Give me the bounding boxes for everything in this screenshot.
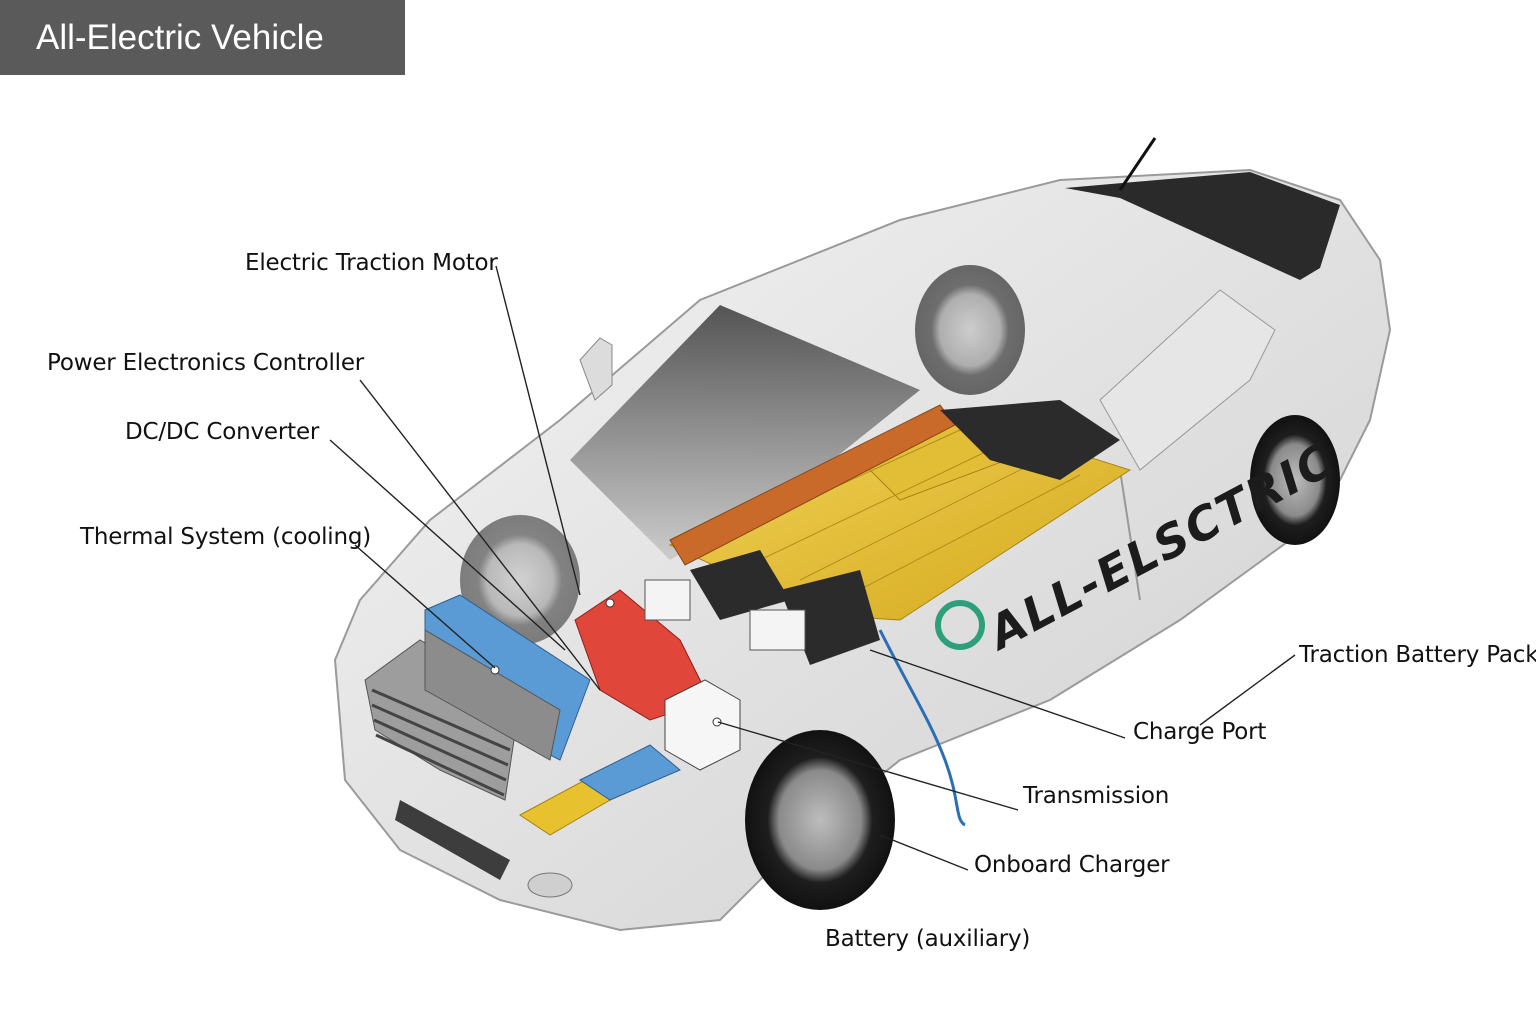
label-dcdc-converter: DC/DC Converter	[125, 419, 320, 445]
charge-cable	[878, 629, 966, 827]
leader-thermal-system	[354, 544, 496, 669]
label-power-electronics-controller: Power Electronics Controller	[47, 350, 365, 376]
label-transmission: Transmission	[1023, 783, 1170, 809]
leader-lines	[329, 265, 1296, 871]
leader-charge-port	[869, 649, 1126, 739]
onboard-charger	[664, 679, 741, 771]
diagram-title: All-Electric Vehicle	[0, 0, 405, 75]
leader-electric-traction-motor	[495, 265, 581, 596]
brand-logo	[935, 600, 985, 650]
leader-dcdc-converter	[329, 439, 566, 651]
leader-traction-battery-pack	[1199, 654, 1296, 726]
leader-power-electronics-controller	[359, 379, 601, 691]
auxiliary-battery	[519, 744, 681, 836]
leader-onboard-charger	[879, 834, 969, 871]
leader-transmission	[717, 721, 1019, 811]
label-thermal-system: Thermal System (cooling)	[80, 524, 371, 550]
label-charge-port: Charge Port	[1133, 719, 1267, 745]
label-onboard-charger: Onboard Charger	[974, 852, 1170, 878]
label-traction-battery-pack: Traction Battery Pack	[1299, 642, 1536, 668]
thermal-system	[424, 594, 591, 761]
front-wheel	[745, 730, 895, 910]
rear-inner-wheel	[915, 265, 1025, 395]
rear-wheel	[1250, 415, 1340, 545]
traction-battery-pack	[668, 400, 1132, 665]
label-electric-traction-motor: Electric Traction Motor	[245, 250, 498, 276]
dcdc-converter	[644, 579, 806, 651]
label-battery-auxiliary: Battery (auxiliary)	[825, 926, 1031, 952]
